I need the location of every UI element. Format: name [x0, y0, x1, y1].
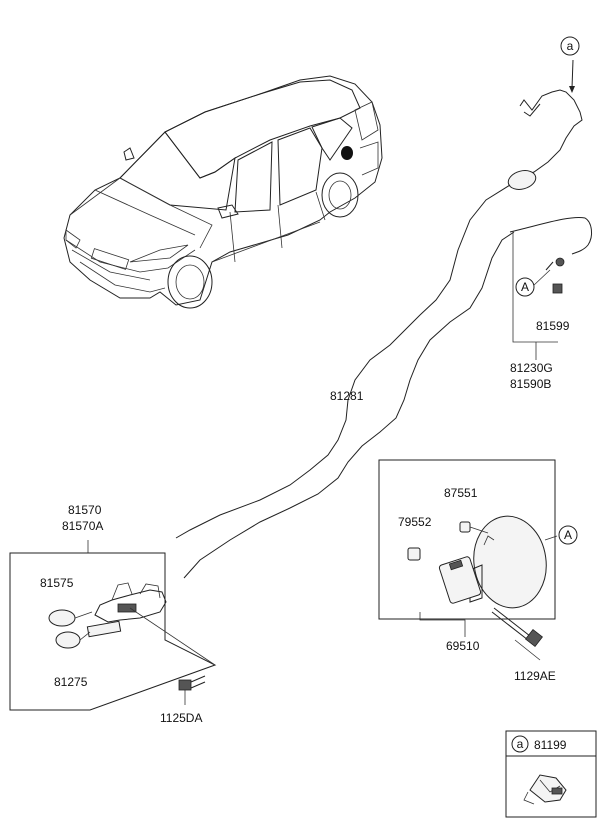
part-label-81230G: 81230G — [510, 361, 553, 375]
lock-assembly-box — [9, 552, 217, 711]
part-label-81575: 81575 — [40, 576, 74, 590]
bolt-1125DA — [178, 675, 206, 691]
cable-assembly — [175, 59, 593, 579]
callout-A-fuel-door: A — [558, 525, 578, 545]
legend-box-81199: a 81199 — [505, 730, 597, 818]
part-label-87551: 87551 — [444, 486, 478, 500]
part-label-1125DA: 1125DA — [160, 711, 202, 725]
part-label-79552: 79552 — [398, 515, 432, 529]
part-label-81599: 81599 — [536, 319, 570, 333]
callout-A-label-2: A — [564, 528, 572, 542]
part-label-81570A: 81570A — [62, 519, 103, 533]
fuel-door-group-box — [378, 459, 556, 620]
part-label-69510: 69510 — [446, 639, 480, 653]
leader-lines — [87, 232, 558, 705]
callout-a-label: a — [567, 39, 574, 53]
bolt-1129AE — [491, 607, 543, 647]
legend-part-81199: 81199 — [534, 738, 567, 752]
vehicle-illustration — [63, 75, 383, 309]
part-label-81281: 81281 — [330, 389, 364, 403]
part-label-81570: 81570 — [68, 503, 102, 517]
part-label-81275: 81275 — [54, 675, 88, 689]
callout-A-upper-cable: A — [515, 277, 535, 297]
part-label-1129AE: 1129AE — [514, 669, 556, 683]
callout-A-label: A — [521, 280, 529, 294]
callout-a-lower: a — [560, 36, 580, 56]
part-label-81590B: 81590B — [510, 377, 551, 391]
legend-callout-a: a — [517, 737, 524, 751]
